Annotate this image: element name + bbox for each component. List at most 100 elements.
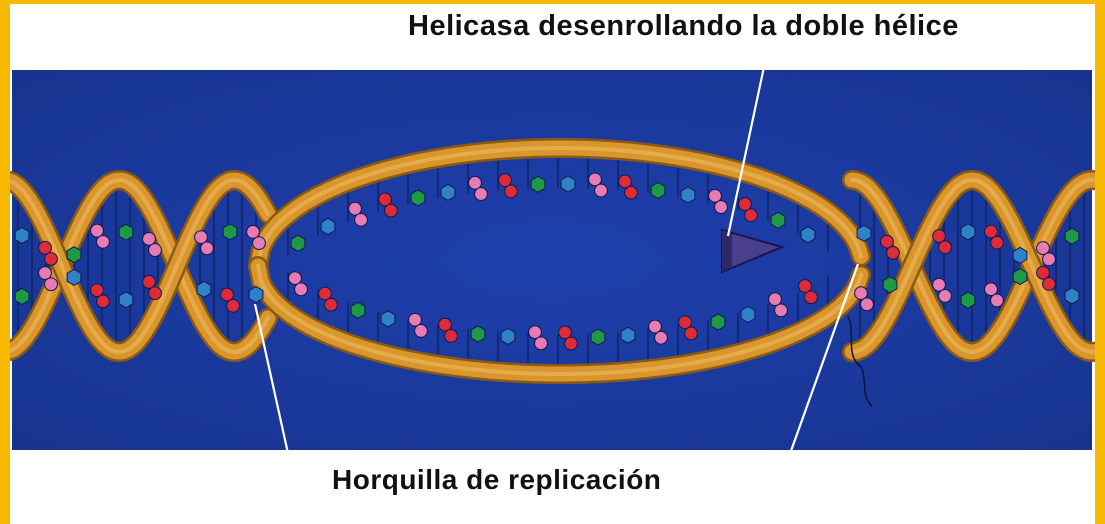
- base-hexagon: [800, 226, 816, 244]
- base-double-ring: [252, 236, 266, 250]
- base-hexagon: [350, 301, 366, 319]
- base-double-ring: [142, 275, 156, 289]
- base-double-ring: [744, 208, 758, 223]
- base-double-ring: [498, 173, 512, 188]
- base-double-ring: [220, 287, 234, 302]
- base-double-ring: [886, 245, 900, 260]
- base-double-ring: [414, 324, 428, 338]
- base-hexagon: [1012, 268, 1028, 286]
- base-double-ring: [96, 294, 110, 309]
- base-hexagon: [66, 268, 82, 286]
- base-double-ring: [318, 286, 332, 301]
- base-double-ring: [90, 223, 104, 238]
- base-double-ring: [288, 271, 302, 286]
- base-double-ring: [438, 317, 452, 332]
- base-double-ring: [474, 187, 488, 201]
- base-double-ring: [654, 330, 668, 345]
- base-double-ring: [938, 289, 952, 303]
- base-hexagon: [1064, 227, 1080, 245]
- base-double-ring: [408, 312, 422, 327]
- base-double-ring: [504, 184, 518, 199]
- base-double-ring: [798, 279, 812, 293]
- base-double-ring: [648, 319, 662, 334]
- base-double-ring: [378, 192, 392, 207]
- base-hexagon: [740, 305, 756, 324]
- helicase-label: Helicasa desenrollando la doble hélice: [408, 10, 959, 42]
- base-double-ring: [714, 200, 728, 214]
- base-hexagon: [118, 223, 134, 241]
- base-double-ring: [142, 231, 156, 246]
- bubble-top-strand-highlight: [256, 146, 863, 268]
- base-hexagon: [560, 175, 576, 193]
- base-double-ring: [594, 183, 608, 198]
- base-double-ring: [348, 201, 362, 216]
- base-hexagon: [620, 326, 636, 344]
- base-hexagon: [882, 276, 898, 294]
- base-hexagon: [290, 234, 306, 252]
- base-hexagon: [1012, 246, 1028, 264]
- base-hexagon: [770, 211, 786, 229]
- base-hexagon: [66, 246, 82, 264]
- base-double-ring: [804, 290, 818, 305]
- base-hexagon: [590, 328, 606, 346]
- base-double-ring: [684, 326, 698, 341]
- base-double-ring: [564, 336, 578, 351]
- base-double-ring: [354, 212, 368, 227]
- base-hexagon: [960, 223, 976, 241]
- base-double-ring: [44, 277, 58, 292]
- base-double-ring: [880, 234, 894, 249]
- dna-backbone-strands: [10, 138, 1095, 384]
- base-double-ring: [774, 303, 788, 318]
- base-double-ring: [534, 336, 548, 351]
- base-double-ring: [90, 283, 104, 298]
- base-double-ring: [854, 286, 868, 301]
- base-double-ring: [984, 282, 998, 297]
- base-double-ring: [618, 174, 632, 189]
- base-hexagon: [470, 325, 486, 343]
- base-double-ring: [246, 224, 260, 239]
- base-double-ring: [1042, 277, 1056, 291]
- base-double-ring: [932, 277, 946, 292]
- base-double-ring: [444, 328, 458, 343]
- base-double-ring: [194, 230, 208, 244]
- base-hexagon: [710, 313, 726, 331]
- base-hexagon: [14, 227, 30, 245]
- base-hexagon: [118, 291, 134, 309]
- base-double-ring: [44, 252, 58, 266]
- left-helix-strand-b-highlight: [10, 177, 270, 354]
- base-hexagon: [222, 223, 238, 241]
- right-helix-strand-b-highlight: [850, 177, 1095, 355]
- base-double-ring: [1042, 252, 1056, 267]
- base-double-ring: [468, 175, 482, 190]
- base-double-ring: [708, 188, 722, 203]
- base-double-ring: [938, 240, 952, 255]
- base-double-ring: [96, 234, 110, 249]
- base-hexagon: [1064, 287, 1080, 305]
- base-double-ring: [860, 297, 874, 312]
- base-double-ring: [38, 240, 52, 255]
- base-double-ring: [324, 297, 338, 312]
- helicase-enzyme-shade: [722, 230, 732, 272]
- base-double-ring: [148, 286, 162, 301]
- base-double-ring: [588, 172, 602, 187]
- base-hexagon: [14, 287, 30, 305]
- base-double-ring: [1036, 241, 1050, 255]
- base-double-ring: [1036, 265, 1050, 280]
- base-double-ring: [984, 224, 998, 239]
- dark-scratch-line: [847, 315, 873, 407]
- base-double-ring: [148, 243, 162, 257]
- base-double-ring: [678, 315, 692, 330]
- base-hexagon: [500, 327, 516, 345]
- base-hexagon: [440, 183, 456, 201]
- bubble-bottom-strand-highlight: [256, 264, 863, 376]
- base-double-ring: [226, 298, 240, 313]
- dna-replication-diagram: [10, 47, 1095, 477]
- base-double-ring: [738, 197, 752, 211]
- base-hexagon: [530, 175, 546, 193]
- base-double-ring: [384, 203, 398, 218]
- base-hexagon: [410, 189, 426, 207]
- base-hexagon: [650, 181, 666, 199]
- base-hexagon: [196, 280, 212, 298]
- fork-pointer-left: [253, 303, 295, 477]
- nucleotide-bases: [14, 172, 1080, 351]
